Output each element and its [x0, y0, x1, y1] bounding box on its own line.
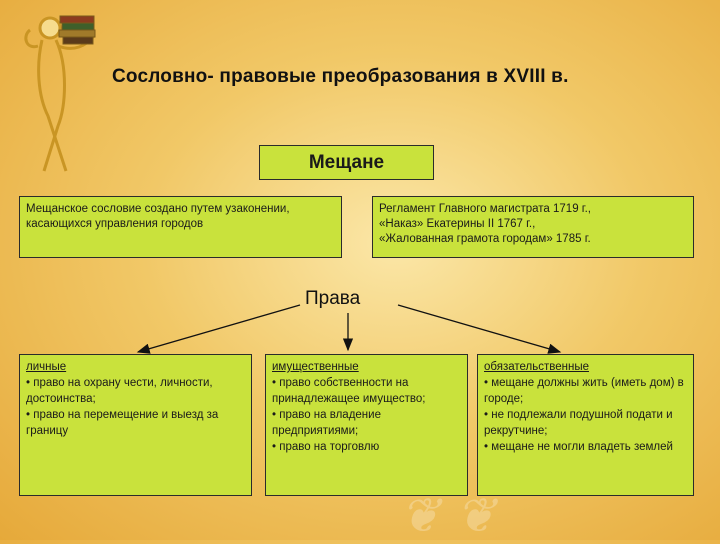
legal-acts-box: Регламент Главного магистрата 1719 г., «… — [372, 196, 694, 258]
list-item: • не подлежали подушной подати и рекрутч… — [484, 409, 673, 437]
list-item: • мещане не могли владеть землей — [484, 441, 673, 453]
legal-act-line: Регламент Главного магистрата 1719 г., — [379, 203, 591, 215]
figure-with-books-illustration — [24, 15, 96, 172]
column-heading: имущественные — [272, 361, 359, 373]
property-rights-box: имущественные • право собственности на п… — [265, 354, 468, 496]
obligation-rights-box: обязательственные • мещане должны жить (… — [477, 354, 694, 496]
rights-label: Права — [305, 288, 361, 309]
page-title: Сословно- правовые преобразования в XVII… — [112, 66, 569, 87]
list-item: • право на владение предприятиями; — [272, 409, 381, 437]
personal-rights-box: личные • право на охрану чести, личности… — [19, 354, 252, 496]
list-item: • мещане должны жить (иметь дом) в город… — [484, 377, 684, 405]
heading-label: Мещане — [308, 152, 385, 173]
origin-text: Мещанское сословие создано путем узаконе… — [26, 203, 290, 230]
arrow-to-personal — [136, 304, 301, 354]
list-item: • право собственности на принадлежащее и… — [272, 377, 426, 405]
origin-box: Мещанское сословие создано путем узаконе… — [19, 196, 342, 258]
list-item: • право на охрану чести, личности, досто… — [26, 377, 213, 405]
list-item: • право на перемещение и выезд за границ… — [26, 409, 219, 437]
column-heading: обязательственные — [484, 361, 589, 373]
legal-act-line: «Жалованная грамота городам» 1785 г. — [379, 233, 591, 245]
column-heading: личные — [26, 361, 67, 373]
decorative-watermark: ❦ ❦ — [400, 488, 496, 544]
arrow-to-obligations — [397, 304, 562, 354]
list-item: • право на торговлю — [272, 441, 380, 453]
legal-act-line: «Наказ» Екатерины II 1767 г., — [379, 218, 536, 230]
heading-box: Мещане — [259, 145, 434, 180]
